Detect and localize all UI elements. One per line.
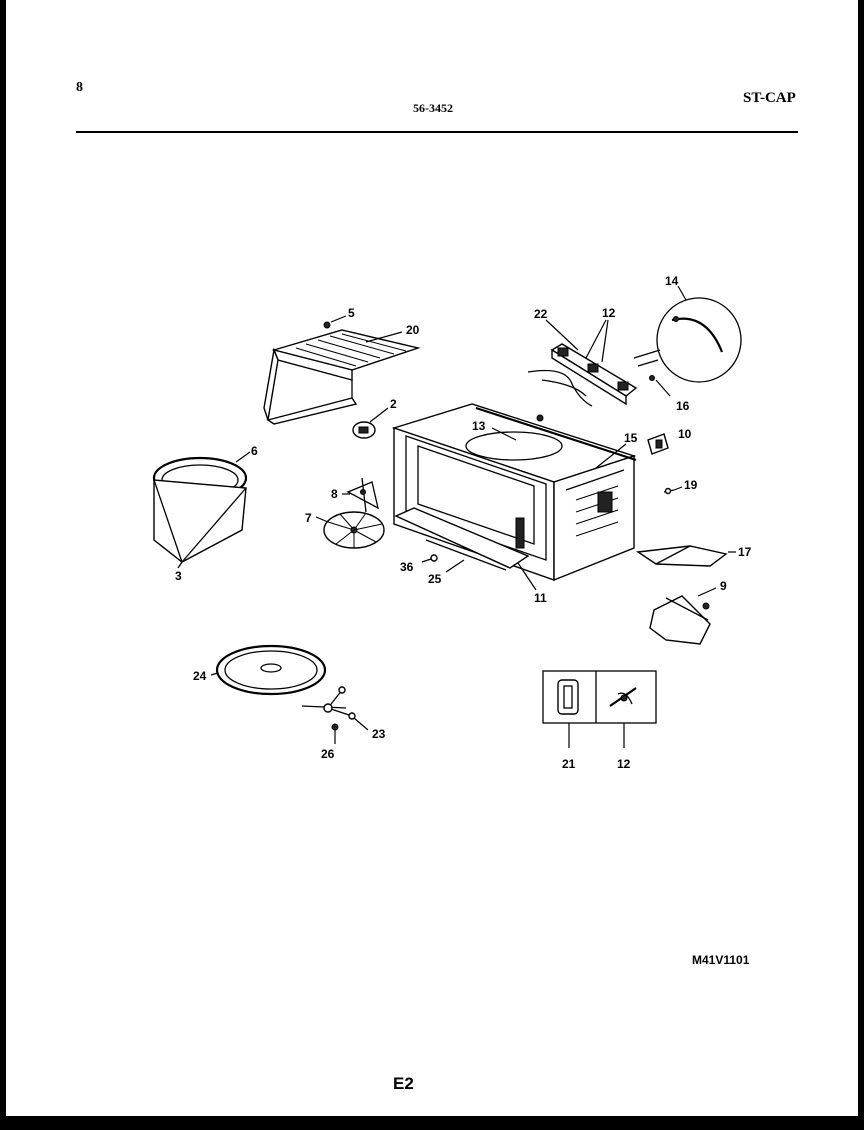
part-19-screw: [663, 486, 683, 495]
part-20-cover-panel: [263, 329, 421, 425]
callout-9: 9: [720, 579, 727, 593]
section-code: ST-CAP: [743, 90, 796, 106]
callout-24: 24: [193, 669, 207, 683]
callout-6: 6: [251, 444, 258, 458]
part-8-fan-bracket: [342, 477, 379, 513]
callout-8: 8: [331, 487, 338, 501]
part-23-roller-support: [301, 686, 369, 731]
callout-12-inset: 12: [617, 757, 631, 771]
part-12-switch: [609, 687, 637, 707]
part-3-air-duct: [153, 479, 247, 569]
callout-20: 20: [406, 323, 420, 337]
part-21-latch: [557, 679, 579, 715]
callout-19: 19: [684, 478, 698, 492]
figure-id: M41V1101: [692, 953, 750, 967]
page-code: E2: [393, 1074, 414, 1093]
callout-11: 11: [534, 591, 547, 605]
page-number: 8: [76, 80, 83, 95]
callout-3: 3: [175, 569, 182, 583]
part-22-switch-bracket: [527, 319, 638, 407]
callout-12-top: 12: [602, 306, 616, 320]
inset-parts-box: [542, 670, 657, 748]
callout-5: 5: [348, 306, 355, 320]
callout-13: 13: [472, 419, 486, 433]
callout-21: 21: [562, 757, 576, 771]
part-13-screw: [536, 414, 544, 422]
part-5-screw: [323, 315, 347, 329]
callout-10: 10: [678, 427, 692, 441]
model-number: 56-3452: [413, 101, 453, 115]
callout-14: 14: [665, 274, 679, 288]
main-oven-cavity: [391, 403, 637, 582]
part-10-fuse: [647, 433, 669, 455]
callout-16: 16: [676, 399, 690, 413]
callout-23: 23: [372, 727, 386, 741]
part-16-screw: [649, 375, 671, 397]
part-14-detail-circle: [633, 285, 742, 383]
part-24-glass-tray: [210, 644, 327, 696]
exploded-parts-diagram: 5 20 2 6 3 8: [152, 274, 752, 771]
callout-22: 22: [534, 307, 548, 321]
callout-15: 15: [624, 431, 638, 445]
callout-17: 17: [738, 545, 752, 559]
callout-2: 2: [390, 397, 397, 411]
part-9-vent-chute: [649, 587, 717, 645]
header-rule: [76, 131, 798, 133]
leader-11: [515, 559, 537, 591]
part-17-bracket: [636, 545, 736, 567]
callout-36: 36: [400, 560, 414, 574]
leader-13: [491, 427, 517, 441]
part-25-base-plate: [394, 507, 530, 573]
leader-15: [595, 443, 627, 469]
callout-25: 25: [428, 572, 442, 586]
parts-diagram-page: 8 56-3452 ST-CAP 5 20: [6, 0, 858, 1116]
part-26-coupler: [331, 723, 339, 744]
part-7-fan-blade: [315, 511, 385, 549]
callout-26: 26: [321, 747, 335, 761]
callout-7: 7: [305, 511, 312, 525]
part-2-clip: [352, 407, 389, 439]
part-36-screw: [421, 554, 438, 563]
leader-20: [365, 331, 403, 343]
